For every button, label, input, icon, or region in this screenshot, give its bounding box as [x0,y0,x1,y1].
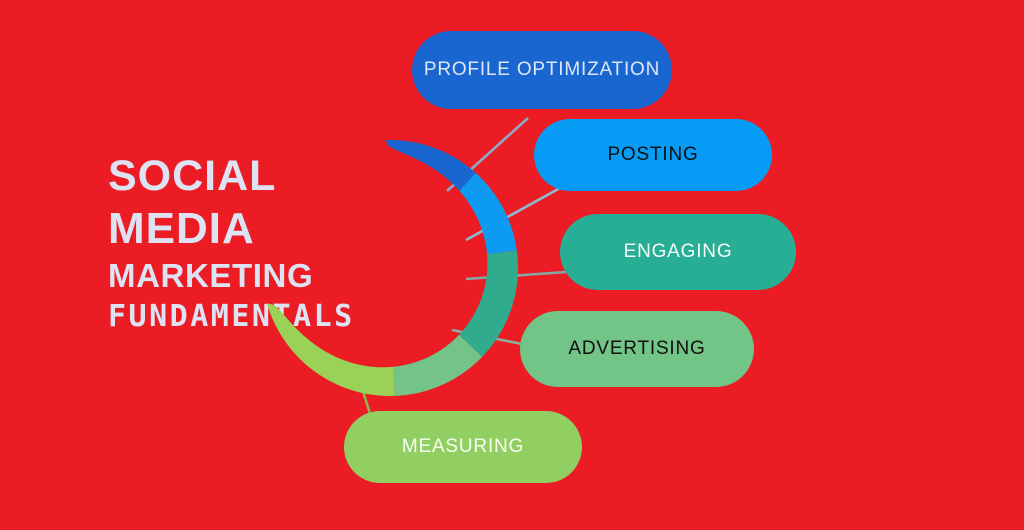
topic-pill-posting[interactable]: POSTING [534,119,772,191]
arc-segment-posting[interactable] [459,172,517,255]
arc-segment-profile-optimization[interactable] [385,140,476,191]
page-title: SOCIAL MEDIA MARKETING FUNDAMENTALS [108,150,418,337]
title-line-fundamentals: FUNDAMENTALS [108,299,355,334]
arc-segment-advertising[interactable] [393,334,483,396]
topic-pill-advertising[interactable]: ADVERTISING [520,311,754,387]
title-line-marketing: MARKETING [108,257,314,294]
topic-pill-measuring[interactable]: MEASURING [344,411,582,483]
title-line-social: SOCIAL [108,152,277,200]
title-line-media: MEDIA [108,204,255,253]
topic-label-advertising: ADVERTISING [568,338,706,359]
topic-label-engaging: ENGAGING [623,241,733,262]
topic-label-posting: POSTING [607,144,699,165]
topic-pill-profile-optimization[interactable]: PROFILE OPTIMIZATION [412,31,672,109]
topic-label-measuring: MEASURING [401,436,525,457]
arc-segment-engaging[interactable] [459,250,518,357]
arc-segment-measuring[interactable] [266,303,395,396]
topic-label-profile-optimization: PROFILE OPTIMIZATION [423,59,661,80]
topic-pill-engaging[interactable]: ENGAGING [560,214,796,290]
